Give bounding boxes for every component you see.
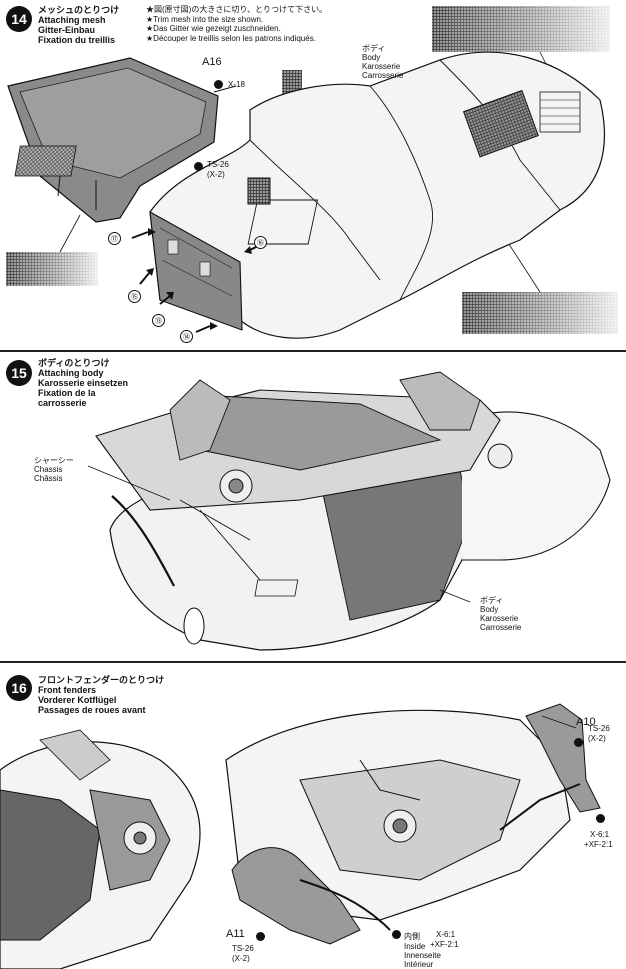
arrow-marker-16: ⑯ — [254, 236, 267, 249]
step-15-title: ボディのとりつけ Attaching body Karosserie einse… — [38, 358, 128, 408]
body-jp: ボディ — [362, 44, 386, 53]
arrow-marker-13: ⑬ — [152, 314, 165, 327]
step-16-title: フロントフェンダーのとりつけ Front fenders Vorderer Ko… — [38, 675, 164, 715]
body15-jp: ボディ — [480, 596, 504, 605]
ts26-dot-a — [574, 738, 583, 747]
step-15-title-fr1: Fixation de la — [38, 388, 96, 398]
step-16-title-fr: Passages de roues avant — [38, 705, 146, 715]
part-a10-label: A10 — [576, 716, 596, 728]
x61-b-label: X-6:1 — [436, 930, 456, 939]
inside-fr-label: Intérieur — [404, 960, 434, 969]
step-16-number: 16 — [6, 675, 32, 701]
ts26-b-label: TS-26 — [232, 944, 254, 953]
part-a11-label: A11 — [226, 928, 245, 940]
arrow-marker-17: ⑰ — [108, 232, 121, 245]
step-14-title-fr: Fixation du treillis — [38, 35, 116, 45]
inside-en-label: Inside — [404, 942, 426, 951]
x18-label: X-18 — [228, 80, 245, 89]
body-label-step15: ボディ Body Karosserie Carrosserie — [480, 596, 521, 632]
xf21-b-label: +XF-2:1 — [430, 940, 459, 949]
step-15-title-jp: ボディのとりつけ — [38, 358, 110, 368]
fender-a11 — [231, 847, 361, 945]
ts26-dot-b — [256, 932, 265, 941]
divider-15-16 — [0, 661, 626, 663]
ts26-label: TS-26 — [207, 160, 229, 169]
x2-b-label: (X-2) — [232, 954, 250, 963]
inside-dot — [392, 930, 401, 939]
step-15-title-de: Karosserie einsetzen — [38, 378, 129, 388]
body15-de: Karosserie — [480, 614, 519, 623]
ts26-a-label: TS-26 — [588, 724, 610, 733]
body-en: Body — [362, 53, 381, 62]
step-14-title-de: Gitter-Einbau — [38, 25, 96, 35]
step-15-title-fr2: carrosserie — [38, 398, 87, 408]
x2-label: (X-2) — [207, 170, 225, 179]
xf21-a-label: +XF-2:1 — [584, 840, 613, 849]
instr-en: ★Trim mesh into the size shown. — [146, 14, 264, 24]
instr-de: ★Das Gitter wie gezeigt zuschneiden. — [146, 24, 281, 33]
ts26-paint-dot — [194, 162, 203, 171]
fender-a10 — [525, 703, 601, 813]
chassis-en: Chassis — [34, 465, 63, 474]
x18-paint-dot — [214, 80, 223, 89]
x61-dot-a — [596, 814, 605, 823]
chassis-jp: シャーシー — [34, 456, 74, 465]
chassis-label: シャーシー Chassis Châssis — [34, 456, 74, 483]
step-14-title: メッシュのとりつけ Attaching mesh Gitter-Einbau F… — [38, 5, 119, 45]
arrow-marker-15: ⑮ — [128, 290, 141, 303]
step-15-number: 15 — [6, 360, 32, 386]
step-16-title-jp: フロントフェンダーのとりつけ — [38, 675, 165, 685]
step-14-title-en: Attaching mesh — [38, 15, 106, 25]
inside-jp-label: 内側 — [404, 932, 420, 941]
divider-14-15 — [0, 350, 626, 352]
x61-a-label: X-6:1 — [590, 830, 610, 839]
body-label-step14: ボディ Body Karosserie Carrosserie — [362, 44, 403, 80]
inside-de-label: Innenseite — [404, 951, 441, 960]
part-a16-label: A16 — [202, 56, 222, 68]
step-14-title-jp: メッシュのとりつけ — [38, 5, 120, 15]
chassis-fr: Châssis — [34, 474, 63, 483]
instr-fr: ★Découper le treillis selon les patrons … — [146, 33, 316, 43]
x2-a-label: (X-2) — [588, 734, 606, 743]
step-14-instructions: ★図(原寸図)の大きさに切り、とりつけて下さい。 ★Trim mesh into… — [146, 5, 327, 43]
body15-fr: Carrosserie — [480, 623, 522, 632]
body-fr: Carrosserie — [362, 71, 404, 80]
body15-en: Body — [480, 605, 499, 614]
step-14-number: 14 — [6, 6, 32, 32]
step-16-title-en: Front fenders — [38, 685, 97, 695]
arrow-marker-14: ⑭ — [180, 330, 193, 343]
body-de: Karosserie — [362, 62, 401, 71]
step-16-title-de: Vorderer Kotflügel — [38, 695, 117, 705]
instr-jp: ★図(原寸図)の大きさに切り、とりつけて下さい。 — [146, 5, 328, 14]
step-15-title-en: Attaching body — [38, 368, 104, 378]
